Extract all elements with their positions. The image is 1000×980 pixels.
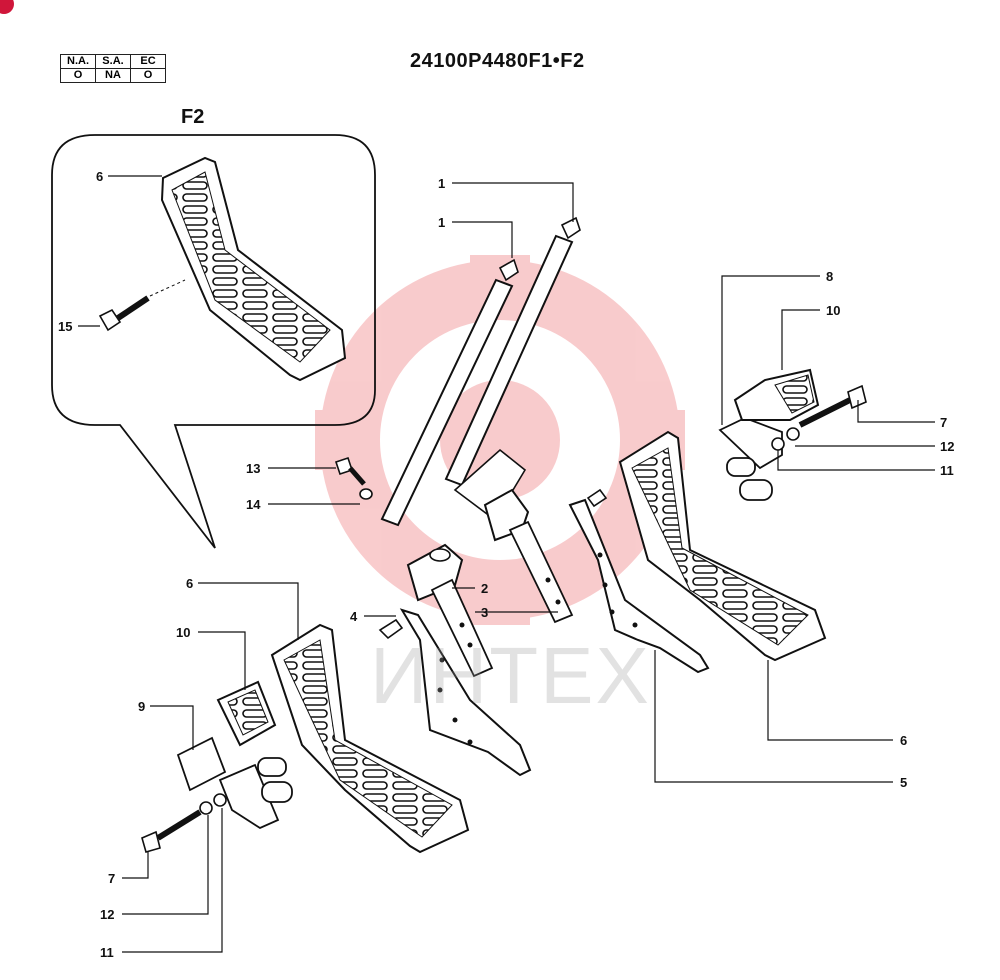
callout-3: 3	[481, 605, 488, 620]
pedal-left	[270, 623, 470, 854]
callout-10-right: 10	[826, 303, 840, 318]
availability-header-sa: S.A.	[95, 54, 131, 69]
callout-12-left: 12	[100, 907, 114, 922]
inset-label: F2	[181, 106, 205, 128]
part-13-bolt	[334, 456, 366, 486]
part-7-bolt-right	[798, 384, 867, 428]
callout-8: 8	[826, 269, 833, 284]
availability-value-ec: O	[130, 68, 166, 83]
part-9-hinge-left	[176, 736, 293, 830]
part-3-clamp	[453, 448, 574, 624]
callout-5: 5	[900, 775, 907, 790]
callout-11-right: 11	[940, 463, 954, 478]
inset-bubble	[51, 134, 376, 549]
callout-10-left: 10	[176, 625, 190, 640]
part-10-pad-right	[733, 368, 820, 421]
callout-13: 13	[246, 461, 260, 476]
corner-badge	[0, 0, 14, 14]
inset-pedal	[160, 156, 347, 382]
callout-1-second: 1	[438, 215, 445, 230]
pedal-rod-left	[380, 258, 519, 527]
callout-4: 4	[350, 609, 358, 624]
leader-lines	[78, 175, 935, 953]
part-4-bracket	[378, 608, 532, 777]
part-12-washer-left	[199, 801, 213, 815]
callout-7-left: 7	[108, 871, 115, 886]
callout-2: 2	[481, 581, 488, 596]
callout-9: 9	[138, 699, 145, 714]
availability-table: N.A. S.A. EC O NA O	[60, 54, 166, 83]
callout-6-right: 6	[900, 733, 907, 748]
callout-14: 14	[246, 497, 261, 512]
part-2-clamp	[406, 543, 494, 678]
availability-value-sa: NA	[95, 68, 131, 83]
callout-12-right: 12	[940, 439, 954, 454]
part-8-hinge-right	[718, 417, 783, 501]
inset-bolt	[98, 279, 186, 332]
part-12-washer-right	[786, 427, 800, 441]
callout-6-left: 6	[186, 576, 193, 591]
pedal-right	[618, 430, 827, 662]
callout-15-inset: 15	[58, 319, 72, 334]
callout-6-inset: 6	[96, 169, 103, 184]
part-5-bracket	[568, 488, 710, 674]
diagram-title: 24100P4480F1•F2	[410, 50, 585, 72]
callout-7-right: 7	[940, 415, 947, 430]
callout-1-top: 1	[438, 176, 445, 191]
watermark-text: ИНТЕХ	[370, 631, 651, 720]
part-10-pad-left	[216, 680, 277, 747]
part-11-washer-right	[771, 437, 785, 451]
part-14-washer	[359, 488, 373, 500]
callout-11-left: 11	[100, 945, 114, 960]
part-11-washer-left	[213, 793, 227, 807]
part-7-bolt-left	[141, 809, 202, 853]
